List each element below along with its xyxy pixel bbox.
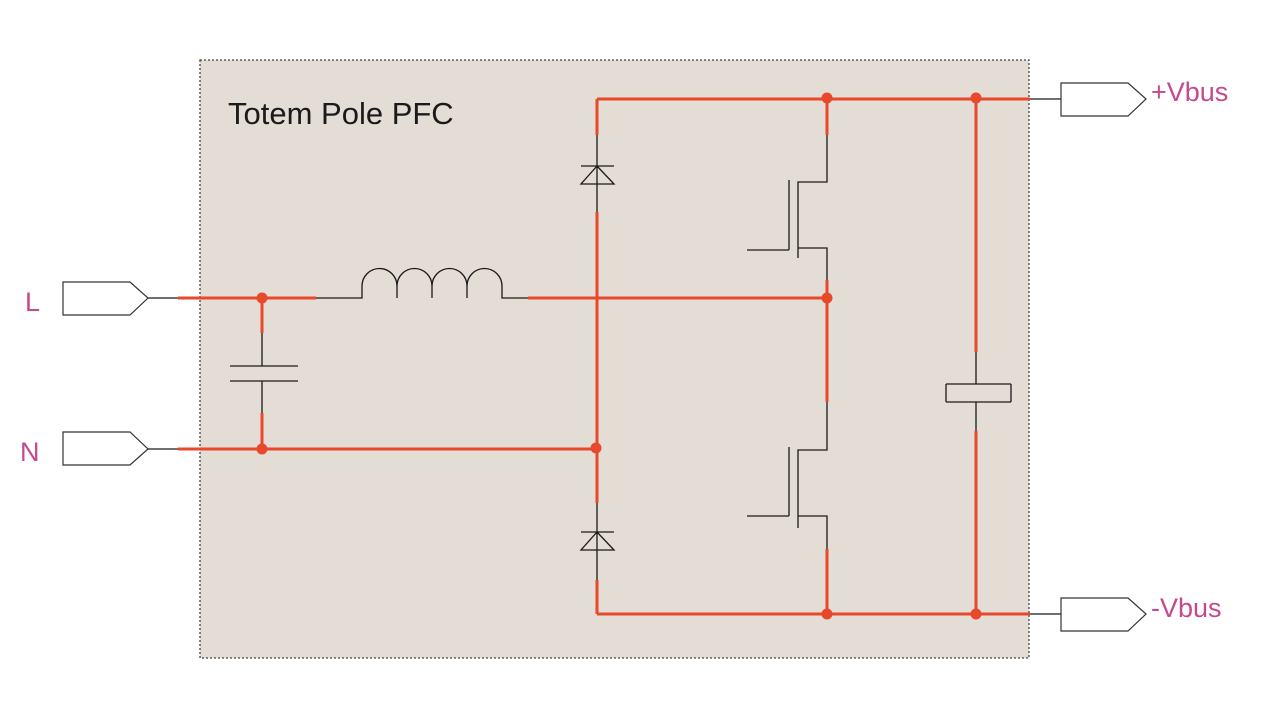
port-label-neutral: N [20,437,40,467]
diagram-title: Totem Pole PFC [228,96,454,131]
port-label-line: L [25,287,40,317]
junction-switch-node [821,292,833,304]
port-vbus-negative: -Vbus [1060,593,1222,632]
upper-diode [579,135,616,212]
junction-n-diode [590,442,602,454]
lower-diode [579,503,616,580]
boost-inductor [316,267,528,299]
port-label-vbus-positive: +Vbus [1151,77,1228,107]
junction-dots [256,92,982,620]
junction-top-mosfet [821,92,833,104]
schematic-panel [199,59,1030,659]
port-vbus-positive: +Vbus [1060,77,1228,117]
junction-bottom-cap [970,608,982,620]
junction-bottom-mosfet [821,608,833,620]
lower-mosfet [747,402,828,549]
port-line: L [25,281,178,317]
port-label-vbus-negative: -Vbus [1151,593,1222,623]
junction-top-cap [970,92,982,104]
port-neutral: N [20,431,178,467]
junction-l-cap [256,292,268,304]
upper-mosfet [747,135,828,280]
bus-capacitor [945,352,1012,431]
filter-capacitor [230,333,298,413]
junction-n-cap [256,443,268,455]
